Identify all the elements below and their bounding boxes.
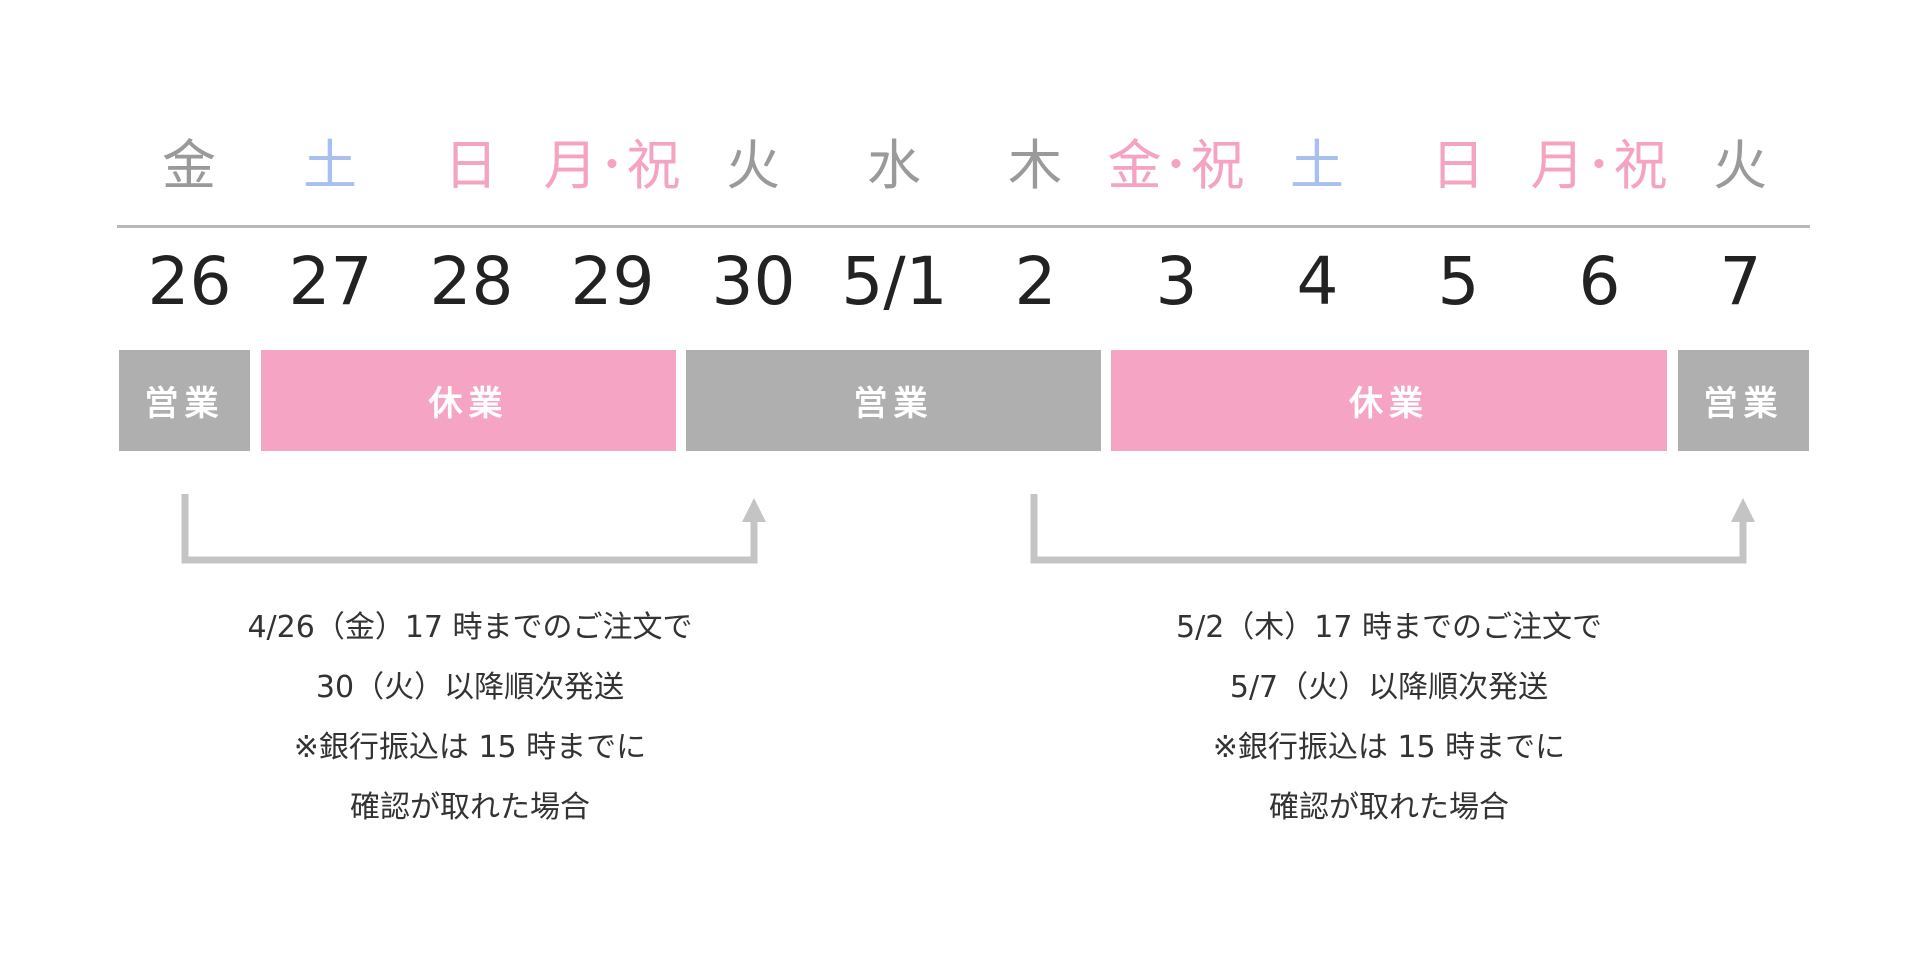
note-1-line-4: 確認が取れた場合 xyxy=(350,790,590,825)
arrowhead-1 xyxy=(742,498,766,522)
shipping-arrow-2 xyxy=(1030,494,1747,564)
status-bar-closed-2: 休業 xyxy=(1111,350,1667,451)
dow-1: 土 xyxy=(303,134,358,197)
note-1-line-1: 4/26（金）17 時までのご注文で xyxy=(247,610,693,645)
date-9: 5 xyxy=(1437,243,1480,320)
dow-6: 木 xyxy=(1008,134,1063,197)
date-3: 29 xyxy=(570,243,655,320)
dow-7: 金･祝 xyxy=(1107,134,1246,197)
note-2-line-1: 5/2（木）17 時までのご注文で xyxy=(1176,610,1602,645)
dow-3: 月･祝 xyxy=(543,134,682,197)
status-bar-open-1: 営業 xyxy=(119,350,250,451)
dow-10: 月･祝 xyxy=(1530,134,1669,197)
shipping-note-1: 4/26（金）17 時までのご注文で 30（火）以降順次発送 ※銀行振込は 15… xyxy=(190,598,750,838)
date-6: 2 xyxy=(1014,243,1057,320)
date-4: 30 xyxy=(711,243,796,320)
status-bar-open-3: 営業 xyxy=(1678,350,1809,451)
note-1-line-3: ※銀行振込は 15 時までに xyxy=(293,730,647,765)
date-0: 26 xyxy=(147,243,232,320)
dow-5: 水 xyxy=(867,134,922,197)
dow-0: 金 xyxy=(162,134,217,197)
dow-4: 火 xyxy=(726,134,781,197)
date-1: 27 xyxy=(288,243,373,320)
status-bar-closed-1: 休業 xyxy=(261,350,676,451)
note-2-line-4: 確認が取れた場合 xyxy=(1269,790,1509,825)
dow-9: 日 xyxy=(1431,134,1486,197)
date-8: 4 xyxy=(1296,243,1339,320)
header-divider xyxy=(117,225,1810,228)
arrowhead-2 xyxy=(1731,498,1755,522)
dow-11: 火 xyxy=(1713,134,1768,197)
dow-2: 日 xyxy=(444,134,499,197)
dow-8: 土 xyxy=(1290,134,1345,197)
note-1-line-2: 30（火）以降順次発送 xyxy=(315,670,625,705)
date-10: 6 xyxy=(1578,243,1621,320)
status-bar-open-2: 営業 xyxy=(686,350,1101,451)
date-5: 5/1 xyxy=(841,243,948,320)
note-2-line-2: 5/7（火）以降順次発送 xyxy=(1229,670,1549,705)
shipping-arrow-1 xyxy=(181,494,758,564)
shipping-note-2: 5/2（木）17 時までのご注文で 5/7（火）以降順次発送 ※銀行振込は 15… xyxy=(1109,598,1669,838)
note-2-line-3: ※銀行振込は 15 時までに xyxy=(1212,730,1566,765)
date-7: 3 xyxy=(1155,243,1198,320)
date-11: 7 xyxy=(1719,243,1762,320)
date-2: 28 xyxy=(429,243,514,320)
